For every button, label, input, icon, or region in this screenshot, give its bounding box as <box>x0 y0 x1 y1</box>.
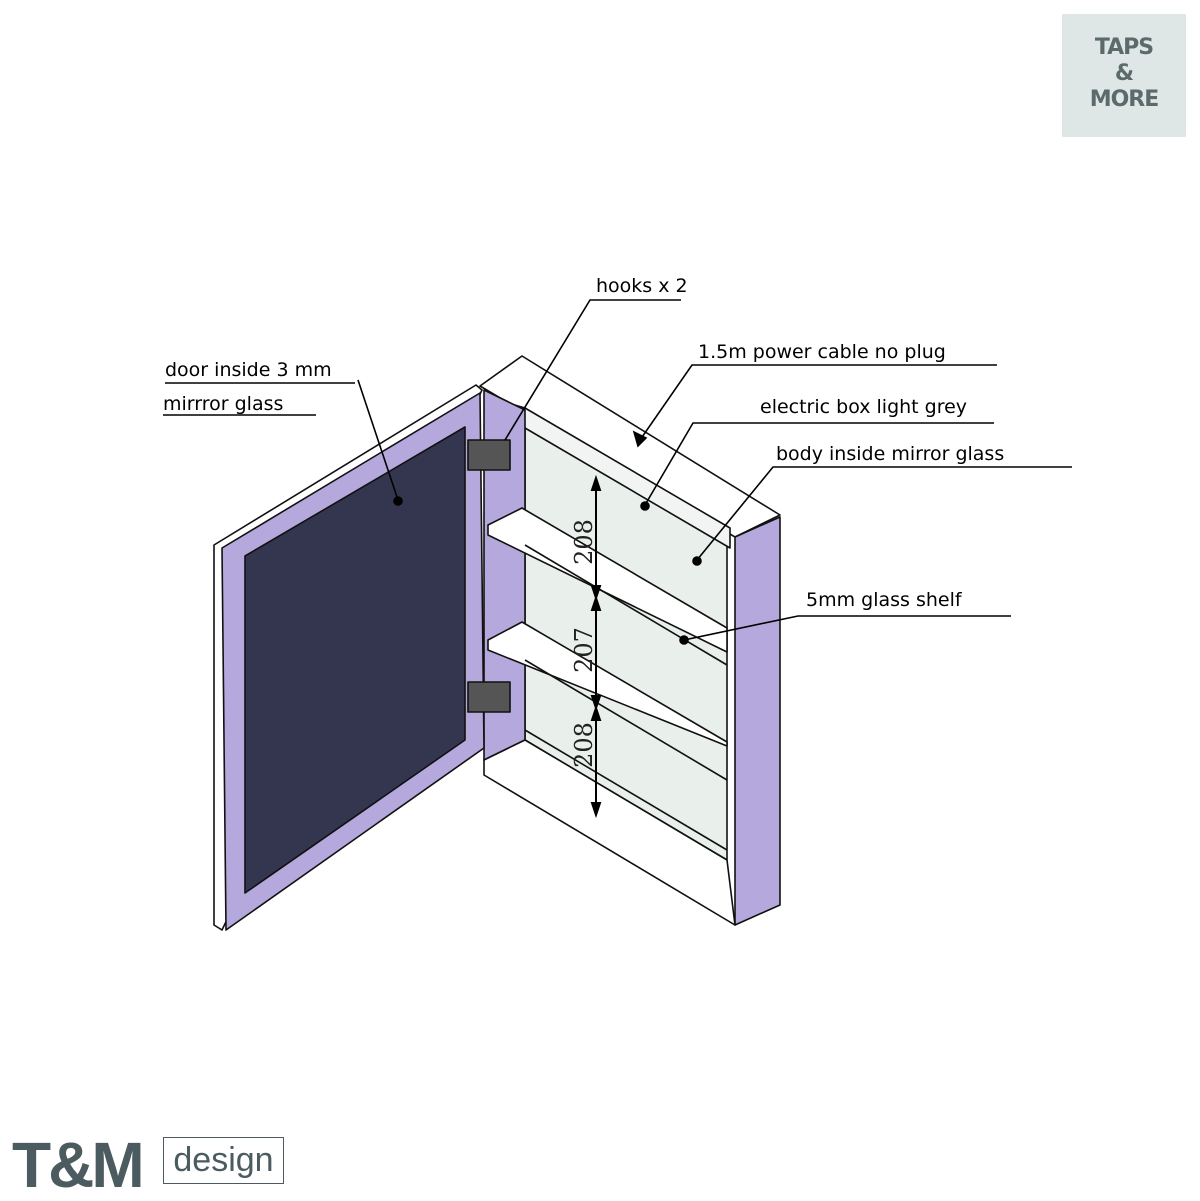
dimension-label: 208 <box>570 519 598 565</box>
logo-line: & <box>1114 61 1134 86</box>
door-mirror <box>244 426 466 894</box>
brand-logo: T&M <box>12 1129 145 1201</box>
glass-shelf <box>487 621 728 747</box>
brand-logo-design: design <box>163 1137 284 1184</box>
taps-and-more-logo: TAPS & MORE <box>1062 14 1186 137</box>
label-power-cable: 1.5m power cable no plug <box>698 341 946 363</box>
dimension-label: 207 <box>570 627 598 673</box>
glass-shelf <box>487 507 728 653</box>
label-mirror-glass: mirrror glass <box>163 393 284 415</box>
label-hooks: hooks x 2 <box>596 275 688 297</box>
label-door-inside: door inside 3 mm <box>165 359 332 381</box>
cabinet-bottom <box>483 739 736 926</box>
label-electric-box: electric box light grey <box>760 396 968 418</box>
shelf-edge <box>524 729 728 851</box>
hinge-icon <box>467 439 511 471</box>
label-body-inside: body inside mirror glass <box>776 443 1005 465</box>
logo-line: TAPS <box>1094 35 1154 60</box>
leader-lines <box>163 299 1072 645</box>
shelf-edge <box>524 659 728 781</box>
hinge-icon <box>467 681 511 713</box>
dimension-arrows <box>590 474 602 819</box>
logo-line: MORE <box>1089 87 1160 112</box>
shelf-edge <box>524 544 728 666</box>
dimension-label: 208 <box>570 722 598 768</box>
label-glass-shelf: 5mm glass shelf <box>806 589 962 611</box>
cabinet-right-side <box>734 516 781 926</box>
